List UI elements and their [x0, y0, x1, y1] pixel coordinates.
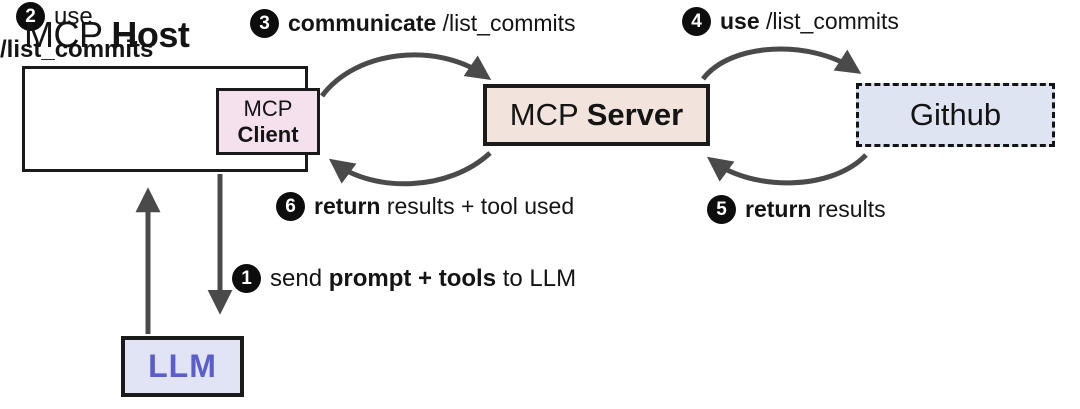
step-2-text-line1: use — [54, 3, 93, 30]
step-6-badge: 6 — [276, 192, 305, 221]
arrow-server-to-client — [328, 151, 492, 187]
mcp-host-title-bold: Host — [111, 14, 190, 55]
llm-box: LLM — [121, 336, 244, 397]
step-4-badge: 4 — [682, 7, 711, 36]
github-label: Github — [909, 97, 1002, 132]
step-2-badge: 2 — [16, 2, 45, 31]
step-3-badge: 3 — [250, 9, 279, 38]
step-6-return-results-tool: 6 return results + tool used — [276, 192, 574, 221]
mcp-client-box: MCP Client — [216, 88, 320, 155]
step-5-return-results: 5 return results — [707, 195, 886, 224]
step-3-text: communicate /list_commits — [288, 10, 576, 36]
mcp-server-label: MCP Server — [509, 97, 684, 132]
arrow-github-to-server — [706, 153, 868, 186]
mcp-client-label-line1: MCP — [243, 95, 293, 121]
mcp-host-title: MCP Host — [24, 14, 190, 56]
step-2-text-line2: /list_commits — [0, 36, 154, 63]
step-6-text: return results + tool used — [314, 193, 575, 219]
step-5-badge: 5 — [707, 195, 736, 224]
github-box: Github — [856, 83, 1055, 147]
step-1-text: send prompt + tools to LLM — [270, 264, 577, 292]
step-4-use: 4 use /list_commits — [682, 7, 899, 36]
step-4-text: use /list_commits — [720, 8, 899, 34]
step-2-line1: 2 use — [16, 0, 1080, 33]
step-1-send-prompt: 1 send prompt + tools to LLM — [232, 264, 576, 293]
step-2-use-list-commits: 2 use /list_commits — [0, 0, 1080, 66]
mcp-host-title-regular: MCP — [24, 14, 112, 55]
mcp-server-box: MCP Server — [483, 84, 710, 146]
step-3-communicate: 3 communicate /list_commits — [250, 9, 576, 38]
step-1-badge: 1 — [232, 264, 261, 293]
llm-label: LLM — [148, 348, 217, 384]
step-5-text: return results — [745, 196, 886, 222]
mcp-client-label-line2: Client — [237, 121, 299, 147]
